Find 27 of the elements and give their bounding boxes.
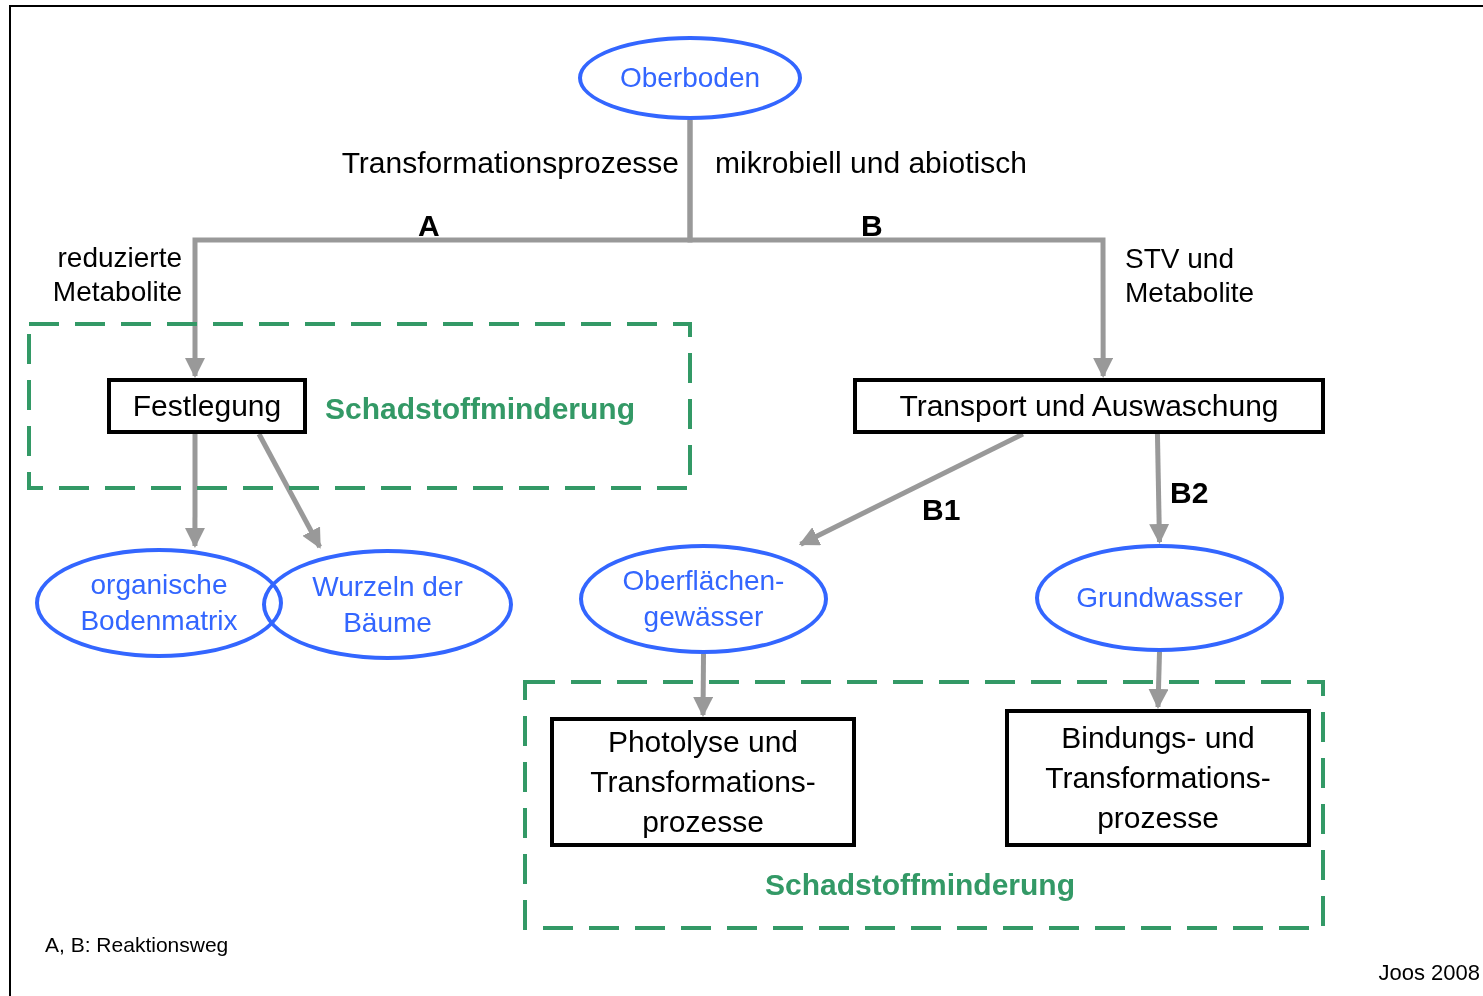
edge-label: B2 (1170, 477, 1209, 509)
annotation-text: mikrobiell und abiotisch (715, 145, 1028, 181)
arrow (256, 432, 322, 549)
arrow (1148, 651, 1169, 709)
process-box: Transport und Auswaschung (853, 378, 1325, 434)
arrow (1149, 433, 1170, 544)
credit-text: Joos 2008 (1377, 960, 1480, 987)
edge-label: B1 (922, 494, 961, 526)
process-box: Bindungs- und Transformations- prozesse (1005, 709, 1311, 847)
edge-label: B (861, 210, 883, 242)
group-title: Schadstoffminderung (325, 392, 635, 426)
legend-note: A, B: Reaktionsweg (45, 932, 230, 958)
annotation-text: reduzierte Metabolite (51, 241, 182, 309)
ellipse-node: Oberflächen- gewässer (579, 544, 828, 654)
ellipse-node: organische Bodenmatrix (35, 548, 283, 658)
arrow (693, 654, 714, 717)
annotation-text: Transformationsprozesse (340, 145, 679, 181)
arrow (687, 120, 1114, 378)
ellipse-node: Wurzeln der Bäume (262, 549, 513, 660)
process-box: Photolyse und Transformations- prozesse (550, 717, 856, 847)
ellipse-node: Oberboden (578, 36, 802, 120)
process-box: Festlegung (107, 378, 307, 434)
arrow (184, 434, 205, 548)
annotation-text: STV und Metabolite (1125, 242, 1256, 310)
edge-label: A (418, 210, 440, 242)
ellipse-node: Grundwasser (1035, 544, 1284, 652)
group-title: Schadstoffminderung (765, 868, 1075, 902)
